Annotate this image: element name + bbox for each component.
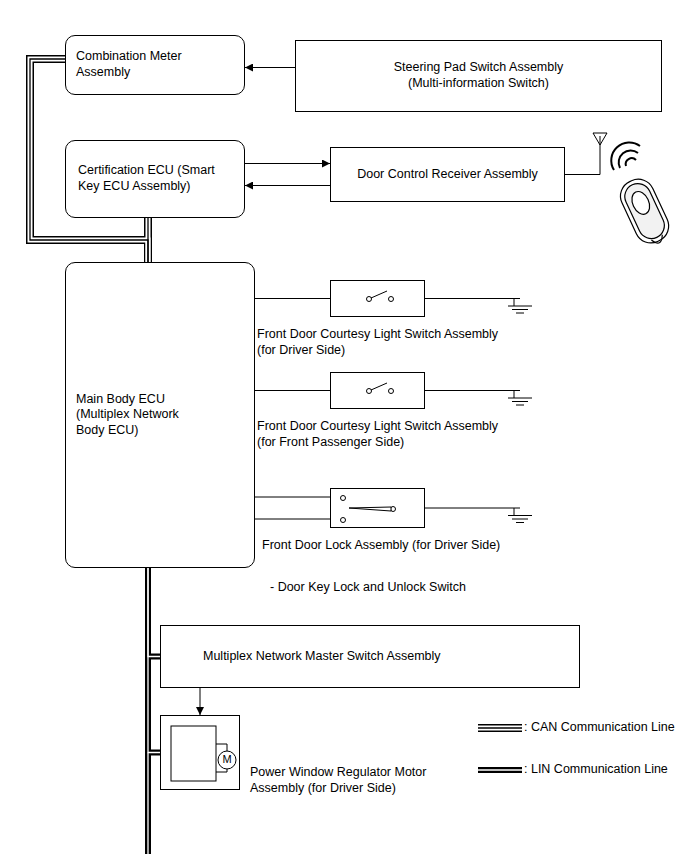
process-box: Multiplex Network Master Switch Assembly [160, 625, 580, 688]
line-center [478, 727, 522, 728]
switch-assembly: Front Door Courtesy Light Switch Assembl… [257, 372, 507, 450]
node-label: Door Control Receiver Assembly [339, 167, 556, 183]
fob-body [615, 174, 674, 248]
legend-text: : CAN Communication Line [524, 720, 675, 736]
node-label: Certification ECU (Smart Key ECU Assembl… [78, 163, 232, 194]
node-label: Combination Meter Assembly [76, 49, 234, 80]
antenna [565, 133, 607, 175]
fob-ring [651, 235, 664, 246]
node-label: Multiplex Network Master Switch Assembly [203, 649, 567, 665]
process-box: Certification ECU (Smart Key ECU Assembl… [65, 140, 245, 218]
line-outer [478, 724, 522, 732]
arrow-connector [245, 163, 330, 164]
switch-box [330, 488, 425, 528]
node-sublabel: (Multi-information Switch) [386, 76, 571, 92]
motor-symbol [218, 751, 236, 769]
antenna-symbol [565, 133, 607, 175]
motor-box: M [160, 715, 240, 790]
node-label: Main Body ECU (Multiplex Network Body EC… [76, 392, 194, 439]
lin-line [148, 568, 160, 753]
can-line-sample [478, 719, 522, 737]
motor-driver [171, 726, 216, 781]
process-box: Door Control Receiver Assembly [330, 147, 565, 202]
switch-box [330, 280, 425, 317]
signal-wire [255, 519, 330, 520]
signal-wire [255, 390, 330, 391]
switch-lever [371, 291, 387, 298]
node-label: Front Door Courtesy Light Switch Assembl… [257, 419, 507, 450]
node-label: Steering Pad Switch Assembly [386, 60, 571, 76]
arrow-connector [245, 185, 330, 186]
line-gap [148, 568, 160, 753]
ground-symbol [425, 299, 532, 314]
switch-contact [367, 389, 372, 394]
symbol [331, 373, 426, 410]
lin-bus-tail-core [147, 753, 148, 854]
ground-symbol [425, 391, 532, 406]
switch-assembly: Front Door Lock Assembly (for Driver Sid… [262, 488, 552, 595]
arrow-connector [200, 688, 201, 715]
line-core [478, 769, 522, 770]
line-gap [148, 568, 160, 657]
switch-contact [389, 297, 394, 302]
arrow-connector [245, 67, 295, 68]
signal-wire [255, 298, 330, 299]
switch-contact [389, 389, 394, 394]
switch-contact [341, 518, 346, 523]
lin-line-sample [478, 761, 522, 779]
radio-waves [611, 142, 640, 170]
switch-contact [341, 496, 346, 501]
process-box: Combination Meter Assembly [65, 35, 245, 95]
node-label: Front Door Courtesy Light Switch Assembl… [257, 327, 507, 358]
legend-text: : LIN Communication Line [524, 762, 668, 778]
line-gap [478, 726, 522, 731]
switch-assembly: Front Door Courtesy Light Switch Assembl… [257, 280, 507, 358]
symbol [331, 281, 426, 318]
switch-box [330, 372, 425, 409]
switch-contact [367, 297, 372, 302]
legend-entry: : CAN Communication Line [478, 719, 675, 737]
wave [626, 158, 636, 166]
motor-letter: M [218, 754, 236, 765]
legend-entry: : LIN Communication Line [478, 761, 668, 779]
fob-button [628, 189, 653, 218]
lin-bus-tail [145, 753, 151, 854]
node-sublabel: - Door Key Lock and Unlock Switch [262, 580, 552, 596]
switch-lever [349, 507, 391, 511]
node-label: Front Door Lock Assembly (for Driver Sid… [262, 538, 552, 554]
switch-lever [371, 383, 387, 390]
wave [619, 150, 638, 168]
line-outer [478, 767, 522, 773]
wave [611, 142, 640, 170]
process-box: Steering Pad Switch Assembly(Multi-infor… [295, 40, 662, 112]
fob-face [621, 179, 669, 243]
signal-wire [255, 497, 330, 498]
symbol [331, 489, 426, 529]
node-label: Power Window Regulator Motor Assembly (f… [250, 765, 440, 796]
ground-symbol [425, 508, 532, 523]
motor-assembly: M Power Window Regulator Motor Assembly (… [160, 715, 440, 796]
process-box: Main Body ECU (Multiplex Network Body EC… [65, 262, 255, 568]
key-fob [615, 174, 675, 250]
line-center [147, 218, 148, 262]
